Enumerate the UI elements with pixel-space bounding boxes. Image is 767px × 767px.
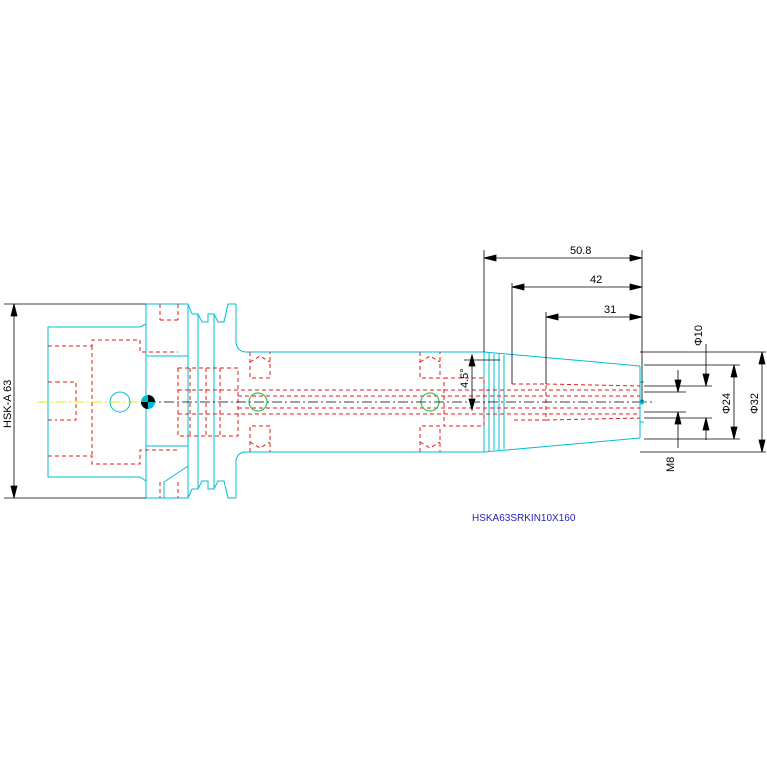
dimension-angle [464, 353, 500, 412]
thread-m8-label: M8 [665, 457, 677, 472]
dimension-lengths [483, 250, 643, 402]
dimension-diameters [640, 344, 766, 453]
diameter-32-label: Φ32 [749, 393, 761, 414]
dimension-hsk [4, 303, 146, 499]
length-31-label: 31 [604, 304, 616, 316]
center-lines [38, 391, 652, 413]
angle-label: 4.5° [459, 368, 471, 388]
diameter-24-label: Φ24 [721, 393, 733, 414]
hsk-shank-outline [47, 303, 247, 499]
hsk-size-label: HSK-A 63 [2, 380, 14, 428]
part-number-label: HSKA63SRKIN10X160 [472, 513, 576, 524]
length-50-8-label: 50.8 [570, 245, 591, 257]
length-42-label: 42 [590, 274, 602, 286]
diameter-10-label: Φ10 [693, 325, 705, 346]
hidden-lines [48, 304, 641, 498]
